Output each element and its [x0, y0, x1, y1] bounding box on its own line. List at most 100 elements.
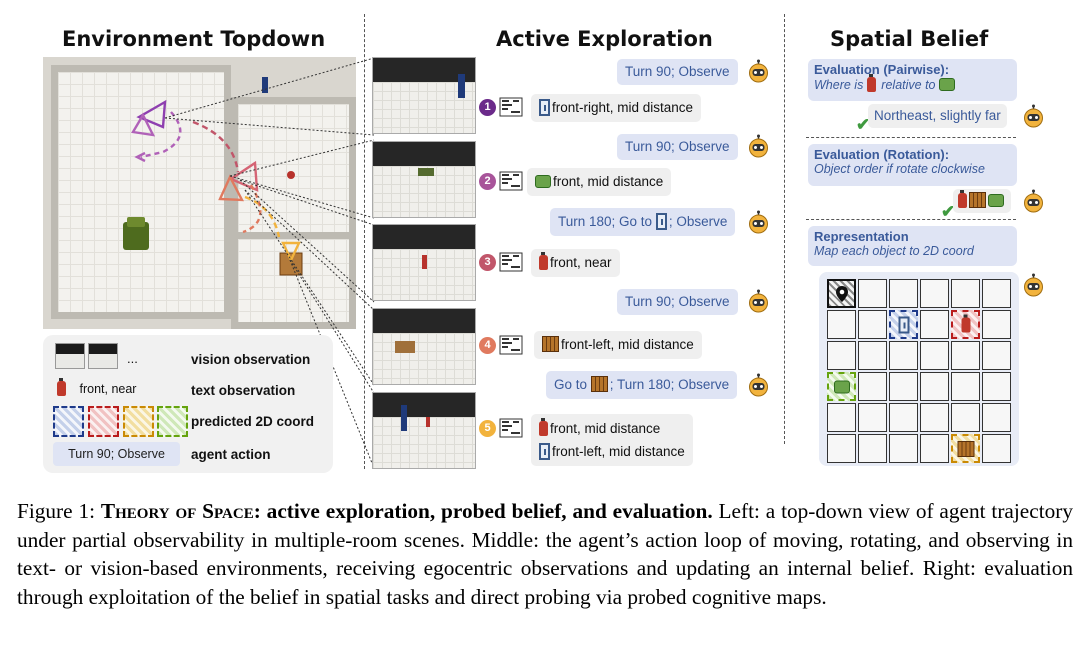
belief-divider-1	[806, 137, 1016, 138]
robot-icon	[749, 210, 768, 234]
agent-pose-3	[228, 160, 259, 192]
map-cell-agent	[827, 279, 856, 308]
topdown-view	[43, 57, 356, 329]
legend-dots: ...	[127, 351, 138, 366]
legend-text-sample: front, near	[57, 378, 136, 396]
rotation-eval-question: Object order if rotate clockwise	[814, 162, 985, 176]
map-cell	[920, 434, 949, 463]
legend-action-label: agent action	[191, 447, 271, 462]
cognitive-map	[819, 272, 1019, 466]
map-cell-sofa	[827, 372, 856, 401]
map-cell	[920, 403, 949, 432]
map-cell	[920, 372, 949, 401]
legend-coord-blue	[53, 406, 84, 437]
step-badge-3: 3	[479, 254, 496, 271]
belief-divider-2	[806, 219, 1016, 220]
extinguisher-object	[287, 171, 295, 179]
trajectory-overlay	[123, 77, 303, 276]
observation-photo-2	[372, 141, 476, 218]
legend-box: ... vision observation front, near text …	[43, 335, 333, 473]
map-icon	[499, 171, 523, 191]
legend-vision-thumb-2	[88, 343, 118, 369]
map-cell	[951, 341, 980, 370]
robot-icon	[749, 373, 768, 397]
map-cell	[858, 372, 887, 401]
map-cell-door	[889, 310, 918, 339]
caption-label: Figure 1:	[17, 499, 96, 523]
map-icon	[499, 418, 523, 438]
map-cell	[982, 279, 1011, 308]
robot-icon	[749, 134, 768, 158]
legend-coord-green	[157, 406, 188, 437]
sofa-object	[123, 222, 149, 250]
map-cell	[858, 279, 887, 308]
action-bubble-3: Turn 180; Go to ; Observe	[550, 208, 736, 236]
crate-icon	[590, 376, 608, 392]
robot-icon	[749, 59, 768, 83]
fire-extinguisher-icon	[57, 378, 66, 396]
rotation-eval-title: Evaluation (Rotation):	[814, 147, 950, 162]
location-pin-icon	[835, 285, 848, 302]
map-icon	[499, 335, 523, 355]
pairwise-eval-question: Where is relative to	[814, 74, 1011, 92]
observation-bubble-3: front, near	[531, 249, 620, 277]
observation-photo-1	[372, 57, 476, 134]
crate-icon	[969, 192, 986, 208]
map-cell	[951, 403, 980, 432]
explore-title: Active Exploration	[496, 27, 713, 51]
representation-box: Representation Map each object to 2D coo…	[808, 226, 1017, 266]
step-badge-2: 2	[479, 173, 496, 190]
sofa-icon	[938, 78, 955, 91]
map-cell	[982, 310, 1011, 339]
map-cell	[889, 434, 918, 463]
pairwise-eval-box: Evaluation (Pairwise): Where is relative…	[808, 59, 1017, 101]
fire-extinguisher-icon	[958, 190, 967, 208]
step-badge-4: 4	[479, 337, 496, 354]
sofa-icon	[833, 380, 850, 393]
map-cell	[982, 372, 1011, 401]
agent-pose-1	[136, 99, 167, 129]
figure-caption: Figure 1: Theory of Space: active explor…	[17, 497, 1073, 611]
map-cell	[858, 310, 887, 339]
map-cell	[920, 279, 949, 308]
map-cell	[858, 434, 887, 463]
door-icon	[539, 99, 550, 116]
caption-body: Left: a top-down view of agent trajector…	[17, 499, 1074, 609]
fire-extinguisher-icon	[866, 74, 876, 92]
map-icon	[499, 252, 523, 272]
action-bubble-2: Turn 90; Observe	[617, 134, 738, 160]
map-cell	[982, 403, 1011, 432]
check-icon: ✔	[941, 202, 956, 221]
robot-icon	[1024, 104, 1043, 128]
legend-vision-thumb-1	[55, 343, 85, 369]
legend-coord-yellow	[123, 406, 154, 437]
map-cell	[951, 372, 980, 401]
action-bubble-5: Go to ; Turn 180; Observe	[546, 371, 738, 399]
fire-extinguisher-icon	[539, 418, 548, 436]
crate-icon	[542, 336, 559, 352]
door-icon	[898, 316, 909, 333]
observation-photo-5	[372, 392, 476, 469]
observation-photo-4	[372, 308, 476, 385]
map-cell	[889, 341, 918, 370]
fire-extinguisher-icon	[961, 314, 970, 332]
room-left	[51, 65, 231, 319]
map-cell	[858, 341, 887, 370]
observation-bubble-5: front, mid distance front-left, mid dist…	[531, 414, 693, 466]
map-cell	[920, 310, 949, 339]
fire-extinguisher-icon	[539, 252, 548, 270]
map-cell	[889, 279, 918, 308]
sofa-icon	[535, 175, 551, 188]
map-cell	[827, 310, 856, 339]
agent-pose-5	[281, 241, 301, 263]
legend-vision-label: vision observation	[191, 352, 311, 367]
belief-title: Spatial Belief	[830, 27, 989, 51]
door-object	[262, 77, 268, 93]
crate-object	[279, 252, 303, 276]
map-cell	[858, 403, 887, 432]
robot-icon	[749, 289, 768, 313]
map-cell	[889, 403, 918, 432]
step-badge-5: 5	[479, 420, 496, 437]
representation-question: Map each object to 2D coord	[814, 244, 974, 258]
observation-bubble-4: front-left, mid distance	[534, 331, 702, 359]
